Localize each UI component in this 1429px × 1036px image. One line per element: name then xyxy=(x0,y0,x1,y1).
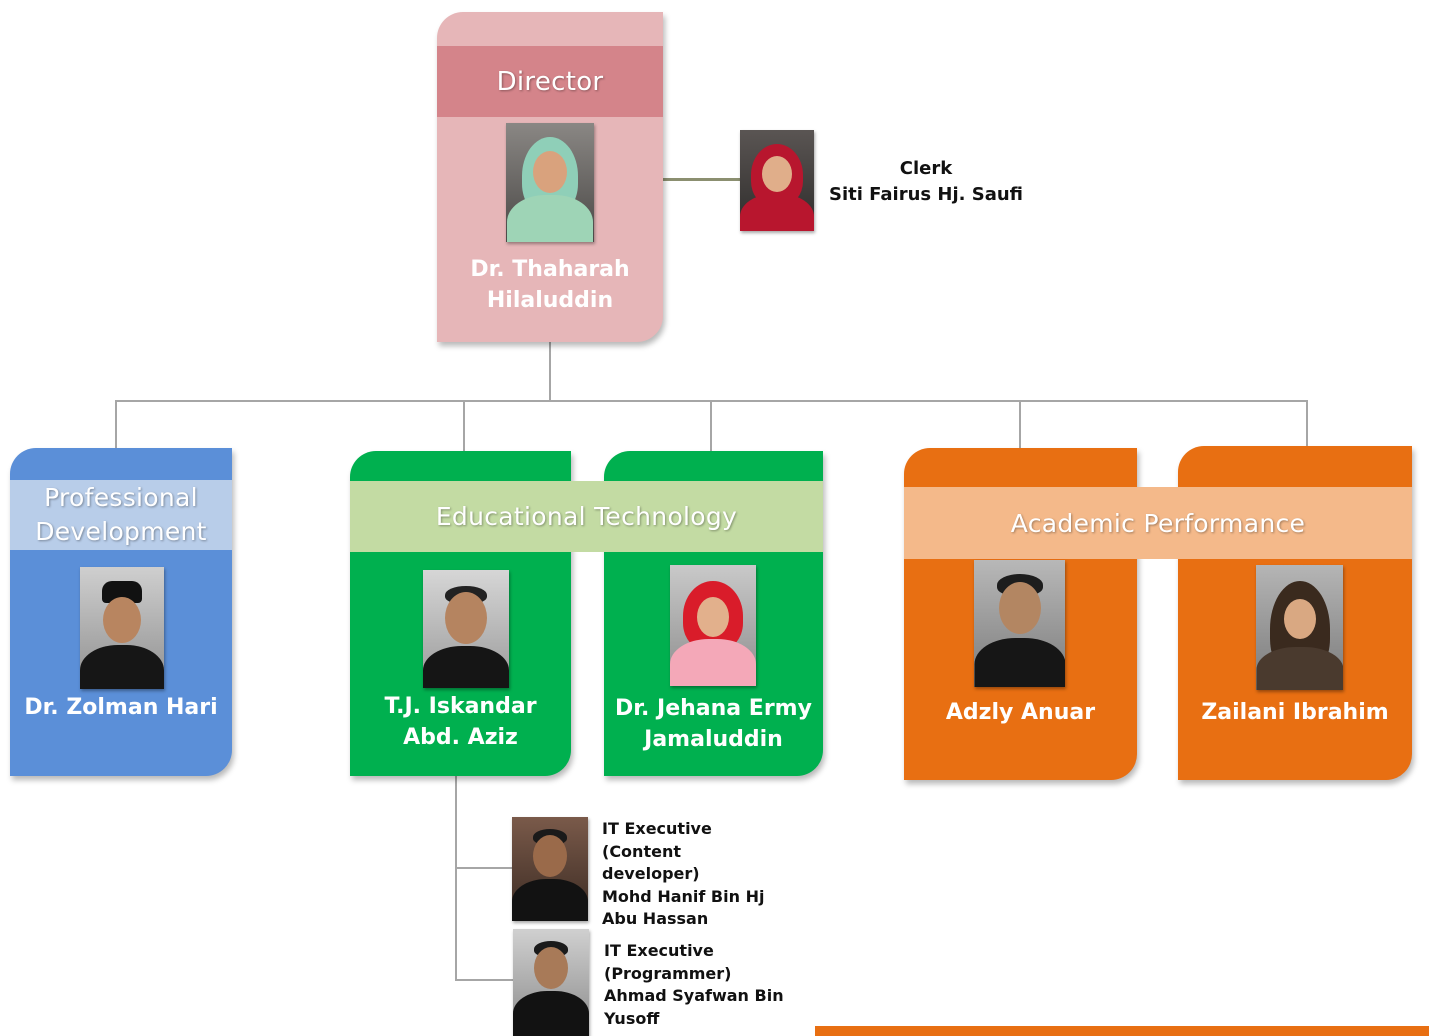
syafwan-photo xyxy=(513,929,589,1036)
zolman-name: Dr. Zolman Hari xyxy=(24,695,218,720)
syafwan-caption-line2: (Programmer) xyxy=(604,963,732,983)
hanif-caption-line4: Mohd Hanif Bin Hj xyxy=(602,886,765,906)
director-role: Director xyxy=(496,66,604,97)
syafwan-caption-line1: IT Executive xyxy=(604,941,714,960)
bottom-orange-strip xyxy=(815,1026,1429,1036)
iskandar-name-line1: T.J. Iskandar xyxy=(384,694,537,719)
director-name-line2: Hilaluddin xyxy=(486,287,614,313)
director-name-line1: Dr. Thaharah xyxy=(470,257,630,282)
connector-director-clerk xyxy=(663,178,741,181)
zolman-photo xyxy=(80,567,164,689)
professional-development-line1: Professional xyxy=(44,483,198,512)
director-role-band: Director xyxy=(437,46,663,117)
connector-et-down xyxy=(455,776,457,981)
adzly-photo xyxy=(974,560,1065,687)
hanif-caption-line5: Abu Hassan xyxy=(602,909,709,928)
jehana-name-line2: Jamaluddin xyxy=(644,726,783,752)
zailani-photo xyxy=(1256,565,1343,690)
adzly-name: Adzly Anuar xyxy=(945,700,1096,725)
academic-performance-label: Academic Performance xyxy=(1010,508,1306,538)
connector-director-down xyxy=(549,342,551,402)
hanif-caption-line3: developer) xyxy=(602,864,700,883)
professional-development-line2: Development xyxy=(35,517,207,546)
clerk-role: Clerk xyxy=(899,158,953,179)
iskandar-name-line2: Abd. Aziz xyxy=(403,724,518,750)
jehana-photo xyxy=(670,565,756,686)
hanif-photo xyxy=(512,817,588,921)
hanif-caption-line2: (Content xyxy=(602,841,681,861)
syafwan-caption: IT Executive (Programmer) Ahmad Syafwan … xyxy=(604,940,784,1030)
director-photo xyxy=(506,123,594,242)
iskandar-photo xyxy=(423,570,509,688)
clerk-caption: Clerk Siti Fairus Hj. Saufi xyxy=(826,156,1026,208)
clerk-photo xyxy=(740,130,814,231)
connector-it2 xyxy=(455,979,515,981)
connector-drop-et1 xyxy=(463,400,465,452)
clerk-name: Siti Fairus Hj. Saufi xyxy=(828,184,1023,205)
hanif-caption: IT Executive (Content developer) Mohd Ha… xyxy=(602,818,782,931)
connector-drop-et2 xyxy=(710,400,712,452)
professional-development-band: Professional Development xyxy=(10,480,232,550)
iskandar-name: T.J. Iskandar Abd. Aziz xyxy=(350,692,571,754)
jehana-name-line1: Dr. Jehana Ermy xyxy=(615,696,812,721)
jehana-name: Dr. Jehana Ermy Jamaluddin xyxy=(604,694,823,756)
connector-drop-pd xyxy=(115,400,117,450)
syafwan-caption-line3: Ahmad Syafwan Bin xyxy=(604,986,784,1005)
educational-technology-band: Educational Technology xyxy=(350,481,823,552)
connector-drop-ap1 xyxy=(1019,400,1021,450)
hanif-caption-line1: IT Executive xyxy=(602,819,712,838)
director-name: Dr. Thaharah Hilaluddin xyxy=(437,255,663,317)
connector-drop-ap2 xyxy=(1306,400,1308,448)
educational-technology-label: Educational Technology xyxy=(435,502,738,531)
academic-performance-band: Academic Performance xyxy=(904,487,1412,559)
connector-it1 xyxy=(455,867,515,869)
syafwan-caption-line4: Yusoff xyxy=(604,1008,660,1028)
zailani-name: Zailani Ibrahim xyxy=(1201,700,1389,725)
